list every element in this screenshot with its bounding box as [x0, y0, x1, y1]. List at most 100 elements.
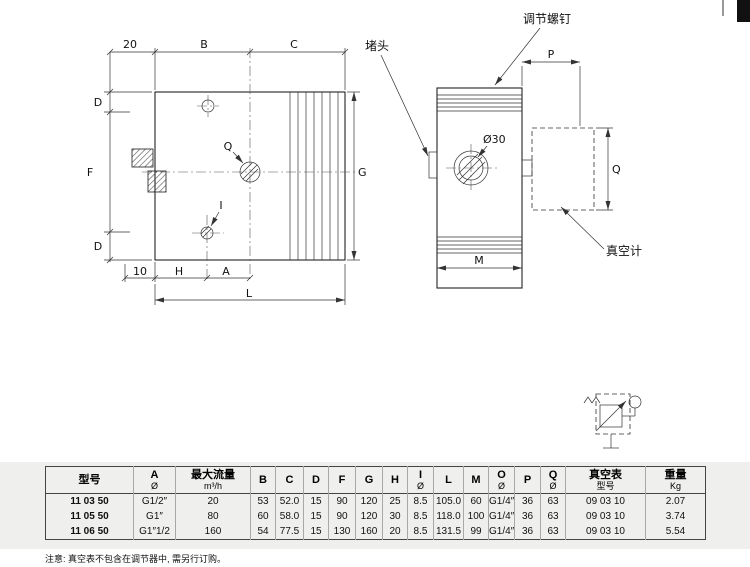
dim-d-bottom: D	[94, 240, 102, 253]
vacuum-gauge-box	[531, 127, 595, 211]
table-cell: 53	[250, 493, 276, 509]
vacuum-gauge-label: 真空计	[606, 244, 642, 258]
table-cell: G1/4″	[488, 509, 515, 524]
g-dimension	[347, 91, 360, 261]
header-gauge-model: 真空表型号	[565, 466, 646, 494]
dim-a: A	[222, 265, 230, 278]
header-f: F	[328, 466, 356, 494]
dim-q-side: Q	[612, 163, 621, 176]
left-dimension-lines	[104, 88, 152, 264]
table-cell: 80	[175, 509, 251, 524]
plug-tab	[428, 151, 438, 179]
page-corner-mark	[737, 0, 750, 22]
gauge-port	[521, 159, 533, 177]
table-cell: 63	[540, 493, 566, 509]
table-cell: G1/4″	[488, 493, 515, 509]
table-cell: 8.5	[407, 509, 434, 524]
table-cell: 60	[250, 509, 276, 524]
table-cell: 15	[303, 524, 329, 540]
vacuum-gauge-leader	[560, 206, 605, 250]
table-row: 11 05 50 G1″ 80 60 58.0 15 90 120 30 8.5…	[46, 509, 706, 524]
header-p: P	[514, 466, 541, 494]
table-cell: 15	[303, 493, 329, 509]
header-c: C	[275, 466, 304, 494]
table-cell: 160	[175, 524, 251, 540]
header-model: 型号	[78, 474, 101, 486]
table-cell: 15	[303, 509, 329, 524]
table-cell: 3.74	[645, 509, 706, 524]
table-cell: 09 03 10	[565, 509, 646, 524]
top-hole	[197, 95, 219, 117]
table-cell: 58.0	[275, 509, 304, 524]
i-hole	[192, 211, 224, 240]
dim-p: P	[548, 48, 555, 61]
front-view: Q I	[87, 38, 367, 305]
header-b: B	[250, 466, 276, 494]
p-dimension	[521, 59, 581, 126]
bottom-hatch-band	[437, 236, 522, 254]
rib-lines	[289, 92, 339, 260]
dim-g: G	[358, 166, 367, 179]
header-h: H	[382, 466, 408, 494]
table-cell: 25	[382, 493, 408, 509]
gauge-icon	[628, 395, 642, 409]
regulator-symbol	[583, 393, 642, 449]
page-corner-line	[722, 0, 724, 16]
table-cell: 8.5	[407, 493, 434, 509]
table-cell: G1/4″	[488, 524, 515, 540]
model-cell: 11 03 50	[70, 496, 109, 507]
table-cell: 100	[463, 509, 489, 524]
threaded-fittings	[131, 148, 167, 193]
q-hole	[232, 151, 261, 183]
header-l: L	[433, 466, 464, 494]
spring-icon	[583, 396, 601, 404]
top-dimension-lines	[106, 48, 349, 262]
model-cell: 11 05 50	[70, 511, 109, 522]
table-cell: 130	[328, 524, 356, 540]
adjust-screw-leader	[494, 27, 541, 86]
table-cell: 120	[355, 509, 383, 524]
dim-20: 20	[123, 38, 137, 51]
table-cell: 5.54	[645, 524, 706, 540]
dim-f: F	[87, 166, 93, 179]
table-cell: G1/2″	[133, 493, 176, 509]
footnote: 注意: 真空表不包含在调节器中, 需另行订购。	[45, 554, 227, 564]
table-cell: 54	[250, 524, 276, 540]
table-cell: 90	[328, 509, 356, 524]
header-g: G	[355, 466, 383, 494]
side-body-outline	[436, 87, 523, 289]
dim-l: L	[246, 287, 253, 300]
table-cell: 99	[463, 524, 489, 540]
table-cell: 90	[328, 493, 356, 509]
table-cell: 160	[355, 524, 383, 540]
port-circle	[446, 144, 497, 193]
table-cell: 30	[382, 509, 408, 524]
bottom-dimension-lines	[121, 262, 254, 282]
technical-drawing: Q I	[87, 12, 642, 449]
dim-10: 10	[133, 265, 147, 278]
table-cell: 52.0	[275, 493, 304, 509]
dia30-leader	[477, 145, 488, 158]
dim-m: M	[474, 254, 484, 267]
dim-c: C	[290, 38, 298, 51]
i-hole-label: I	[219, 199, 222, 212]
header-m: M	[463, 466, 489, 494]
q-dimension	[596, 127, 613, 211]
plug-leader	[380, 54, 429, 157]
dim-d-top: D	[94, 96, 102, 109]
top-hatch-band	[437, 94, 522, 112]
table-cell: 20	[175, 493, 251, 509]
dim-h: H	[175, 265, 183, 278]
table-cell: 09 03 10	[565, 493, 646, 509]
table-cell: 60	[463, 493, 489, 509]
l-dimension	[154, 264, 346, 305]
table-cell: G1″1/2	[133, 524, 176, 540]
table-cell: 77.5	[275, 524, 304, 540]
table-cell: 2.07	[645, 493, 706, 509]
